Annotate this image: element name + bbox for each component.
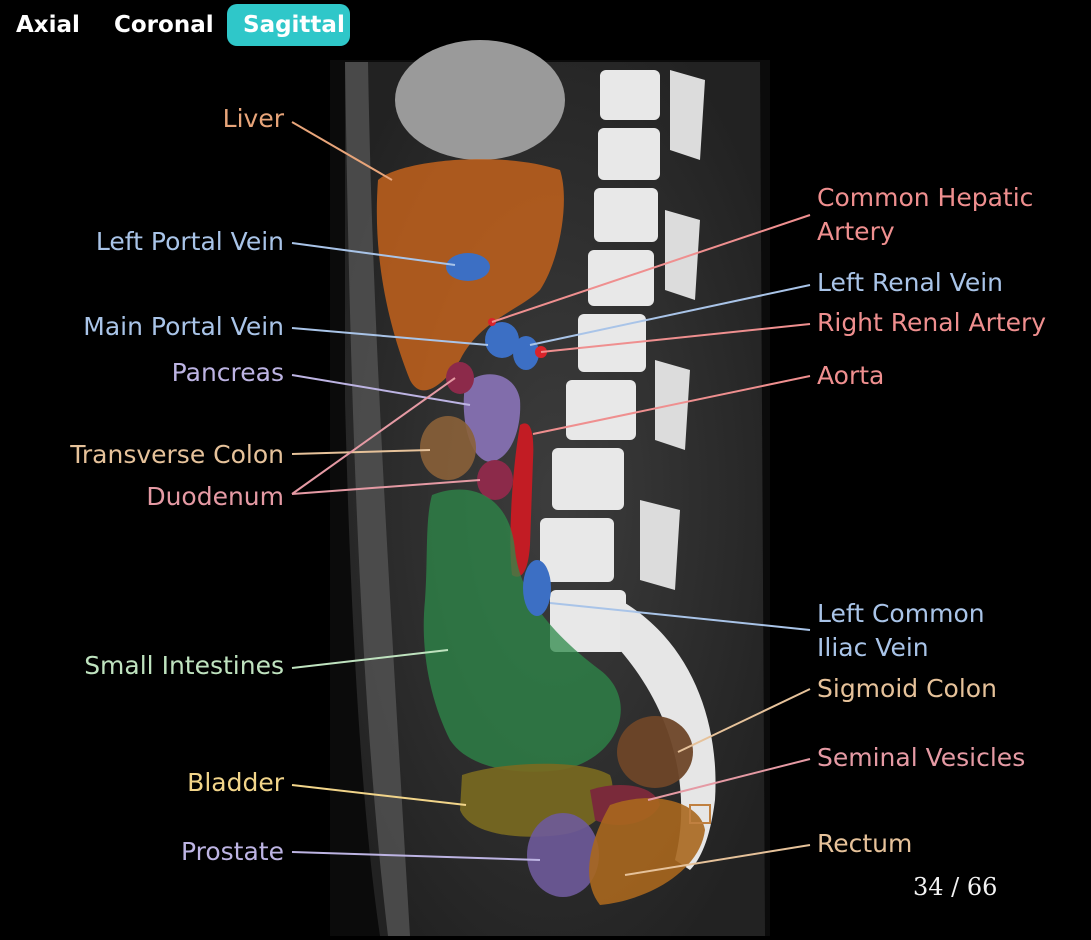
tab-axial[interactable]: Axial — [16, 12, 80, 38]
label-small-intestines: Small Intestines — [84, 651, 284, 680]
label-left-common-iliac-vein-line1: Left Common — [817, 599, 985, 628]
label-aorta: Aorta — [817, 361, 885, 390]
label-seminal-vesicles: Seminal Vesicles — [817, 743, 1026, 772]
left-portal-vein-segment — [446, 253, 490, 281]
slice-indicator: 34 / 66 — [913, 873, 998, 901]
leader-lines — [291, 121, 811, 876]
label-common-hepatic-artery-line2: Artery — [817, 217, 895, 246]
label-left-common-iliac-vein-line2: Iliac Vein — [817, 633, 929, 662]
label-sigmoid-colon: Sigmoid Colon — [817, 674, 997, 703]
label-common-hepatic-artery: Common Hepatic Artery — [817, 183, 1033, 247]
label-liver: Liver — [222, 104, 284, 133]
label-left-renal-vein: Left Renal Vein — [817, 268, 1003, 297]
tab-sagittal[interactable]: Sagittal — [227, 4, 350, 46]
label-left-common-iliac-vein: Left Common Iliac Vein — [817, 599, 985, 663]
label-rectum: Rectum — [817, 829, 913, 858]
label-prostate: Prostate — [181, 837, 284, 866]
label-bladder: Bladder — [187, 768, 284, 797]
label-right-renal-artery: Right Renal Artery — [817, 308, 1047, 337]
label-transverse-colon: Transverse Colon — [70, 440, 284, 469]
label-main-portal-vein: Main Portal Vein — [83, 312, 284, 341]
tab-coronal[interactable]: Coronal — [114, 12, 214, 38]
label-common-hepatic-artery-line1: Common Hepatic — [817, 183, 1034, 212]
label-pancreas: Pancreas — [171, 358, 284, 387]
label-left-portal-vein: Left Portal Vein — [95, 227, 284, 256]
label-duodenum: Duodenum — [146, 482, 284, 511]
